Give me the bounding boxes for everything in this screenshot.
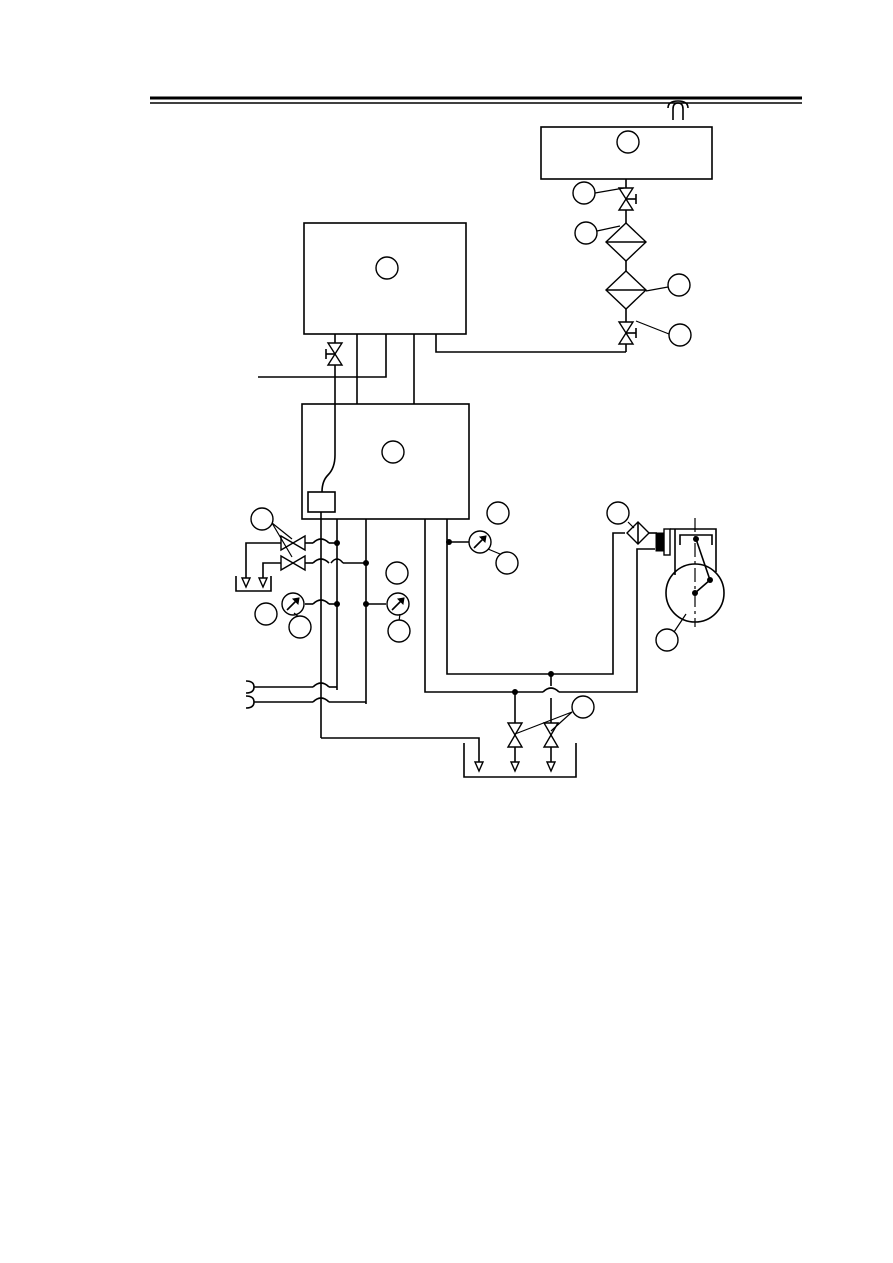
- callout-bubble: [571, 695, 595, 719]
- callout-bubble: [381, 440, 405, 464]
- valve-icon: [280, 534, 306, 552]
- junction: [334, 601, 340, 607]
- tank-connections: [258, 334, 415, 493]
- filter-icon: [604, 222, 648, 262]
- callout-bubble: [668, 323, 692, 347]
- valve-icon: [280, 554, 306, 572]
- drain-icon: [235, 576, 272, 592]
- callout-bubble: [375, 256, 399, 280]
- float-switch-box: [307, 491, 336, 513]
- callout-bubble: [574, 221, 598, 245]
- callout-bubble: [655, 628, 679, 652]
- callout-bubble: [250, 507, 274, 531]
- callout-leaders: [271, 187, 687, 735]
- junction: [548, 671, 554, 677]
- junction: [446, 539, 452, 545]
- valve-icon: [617, 187, 637, 211]
- pressure-gauge-icon: [281, 592, 305, 616]
- junction: [512, 689, 518, 695]
- filter-icon: [604, 270, 648, 310]
- pressure-gauge-icon: [386, 592, 410, 616]
- junction: [363, 560, 369, 566]
- callout-bubble: [606, 501, 630, 525]
- pressure-gauge-icon: [468, 530, 492, 554]
- junction: [334, 540, 340, 546]
- callout-bubble: [486, 501, 510, 525]
- valve-icon: [617, 321, 637, 345]
- drain-icon: [463, 743, 577, 778]
- callout-bubble: [288, 615, 312, 639]
- filter-icon: [626, 521, 657, 545]
- supply-line: [435, 179, 627, 353]
- valve-icon: [325, 342, 344, 366]
- junction: [363, 601, 369, 607]
- return-lines: [424, 519, 655, 765]
- valve-icon: [506, 722, 524, 748]
- callout-bubble: [254, 602, 278, 626]
- callout-bubble: [387, 619, 411, 643]
- pump-icon: [655, 518, 725, 627]
- callout-bubble: [616, 130, 640, 154]
- callout-bubble: [572, 181, 596, 205]
- callout-bubble: [495, 551, 519, 575]
- header-rule: [150, 96, 802, 104]
- vent-icon: [667, 100, 689, 120]
- callout-bubble: [385, 561, 409, 585]
- valve-icon: [542, 722, 560, 748]
- callout-bubble: [667, 273, 691, 297]
